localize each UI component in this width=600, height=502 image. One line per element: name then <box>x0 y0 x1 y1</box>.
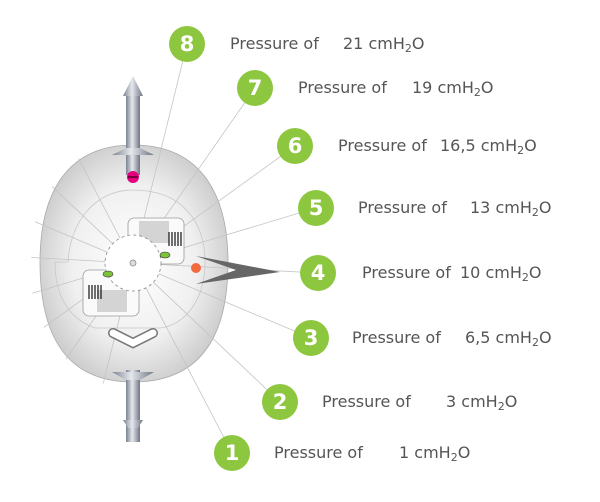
bottom-tube <box>112 370 154 442</box>
pressure-label: Pressure of <box>358 198 447 217</box>
pressure-label: Pressure of <box>338 136 427 155</box>
pressure-label: Pressure of <box>230 34 319 53</box>
pressure-label: Pressure of <box>322 392 411 411</box>
number-badge-8: 8 <box>169 26 205 62</box>
number-badge-7: 7 <box>237 70 273 106</box>
pressure-label: Pressure of <box>362 263 451 282</box>
pressure-label: Pressure of <box>352 328 441 347</box>
pressure-label: Pressure of <box>274 443 363 462</box>
number-badge-3: 3 <box>293 320 329 356</box>
pressure-value: 10 cmH2O <box>460 263 542 284</box>
pressure-label: Pressure of <box>298 78 387 97</box>
pressure-value: 19 cmH2O <box>412 78 494 99</box>
pointer-arrow <box>196 256 280 284</box>
number-badge-2: 2 <box>262 384 298 420</box>
number-badge-4: 4 <box>300 255 336 291</box>
pointer-line-2 <box>51 186 281 403</box>
indicator-dot <box>191 263 201 273</box>
pressure-value: 6,5 cmH2O <box>465 328 552 349</box>
valve-core <box>82 217 185 349</box>
pressure-value: 16,5 cmH2O <box>440 136 537 157</box>
top-tube <box>112 76 154 183</box>
pressure-value: 13 cmH2O <box>470 198 552 219</box>
number-badge-1: 1 <box>214 435 250 471</box>
number-badge-5: 5 <box>298 190 334 226</box>
pointer-line-1 <box>78 158 233 454</box>
pressure-value: 1 cmH2O <box>399 443 471 464</box>
pointer-line-8 <box>102 43 188 384</box>
number-badge-6: 6 <box>277 128 313 164</box>
pressure-value: 3 cmH2O <box>446 392 518 413</box>
pressure-value: 21 cmH2O <box>343 34 425 55</box>
pointer-line-3 <box>34 221 312 339</box>
